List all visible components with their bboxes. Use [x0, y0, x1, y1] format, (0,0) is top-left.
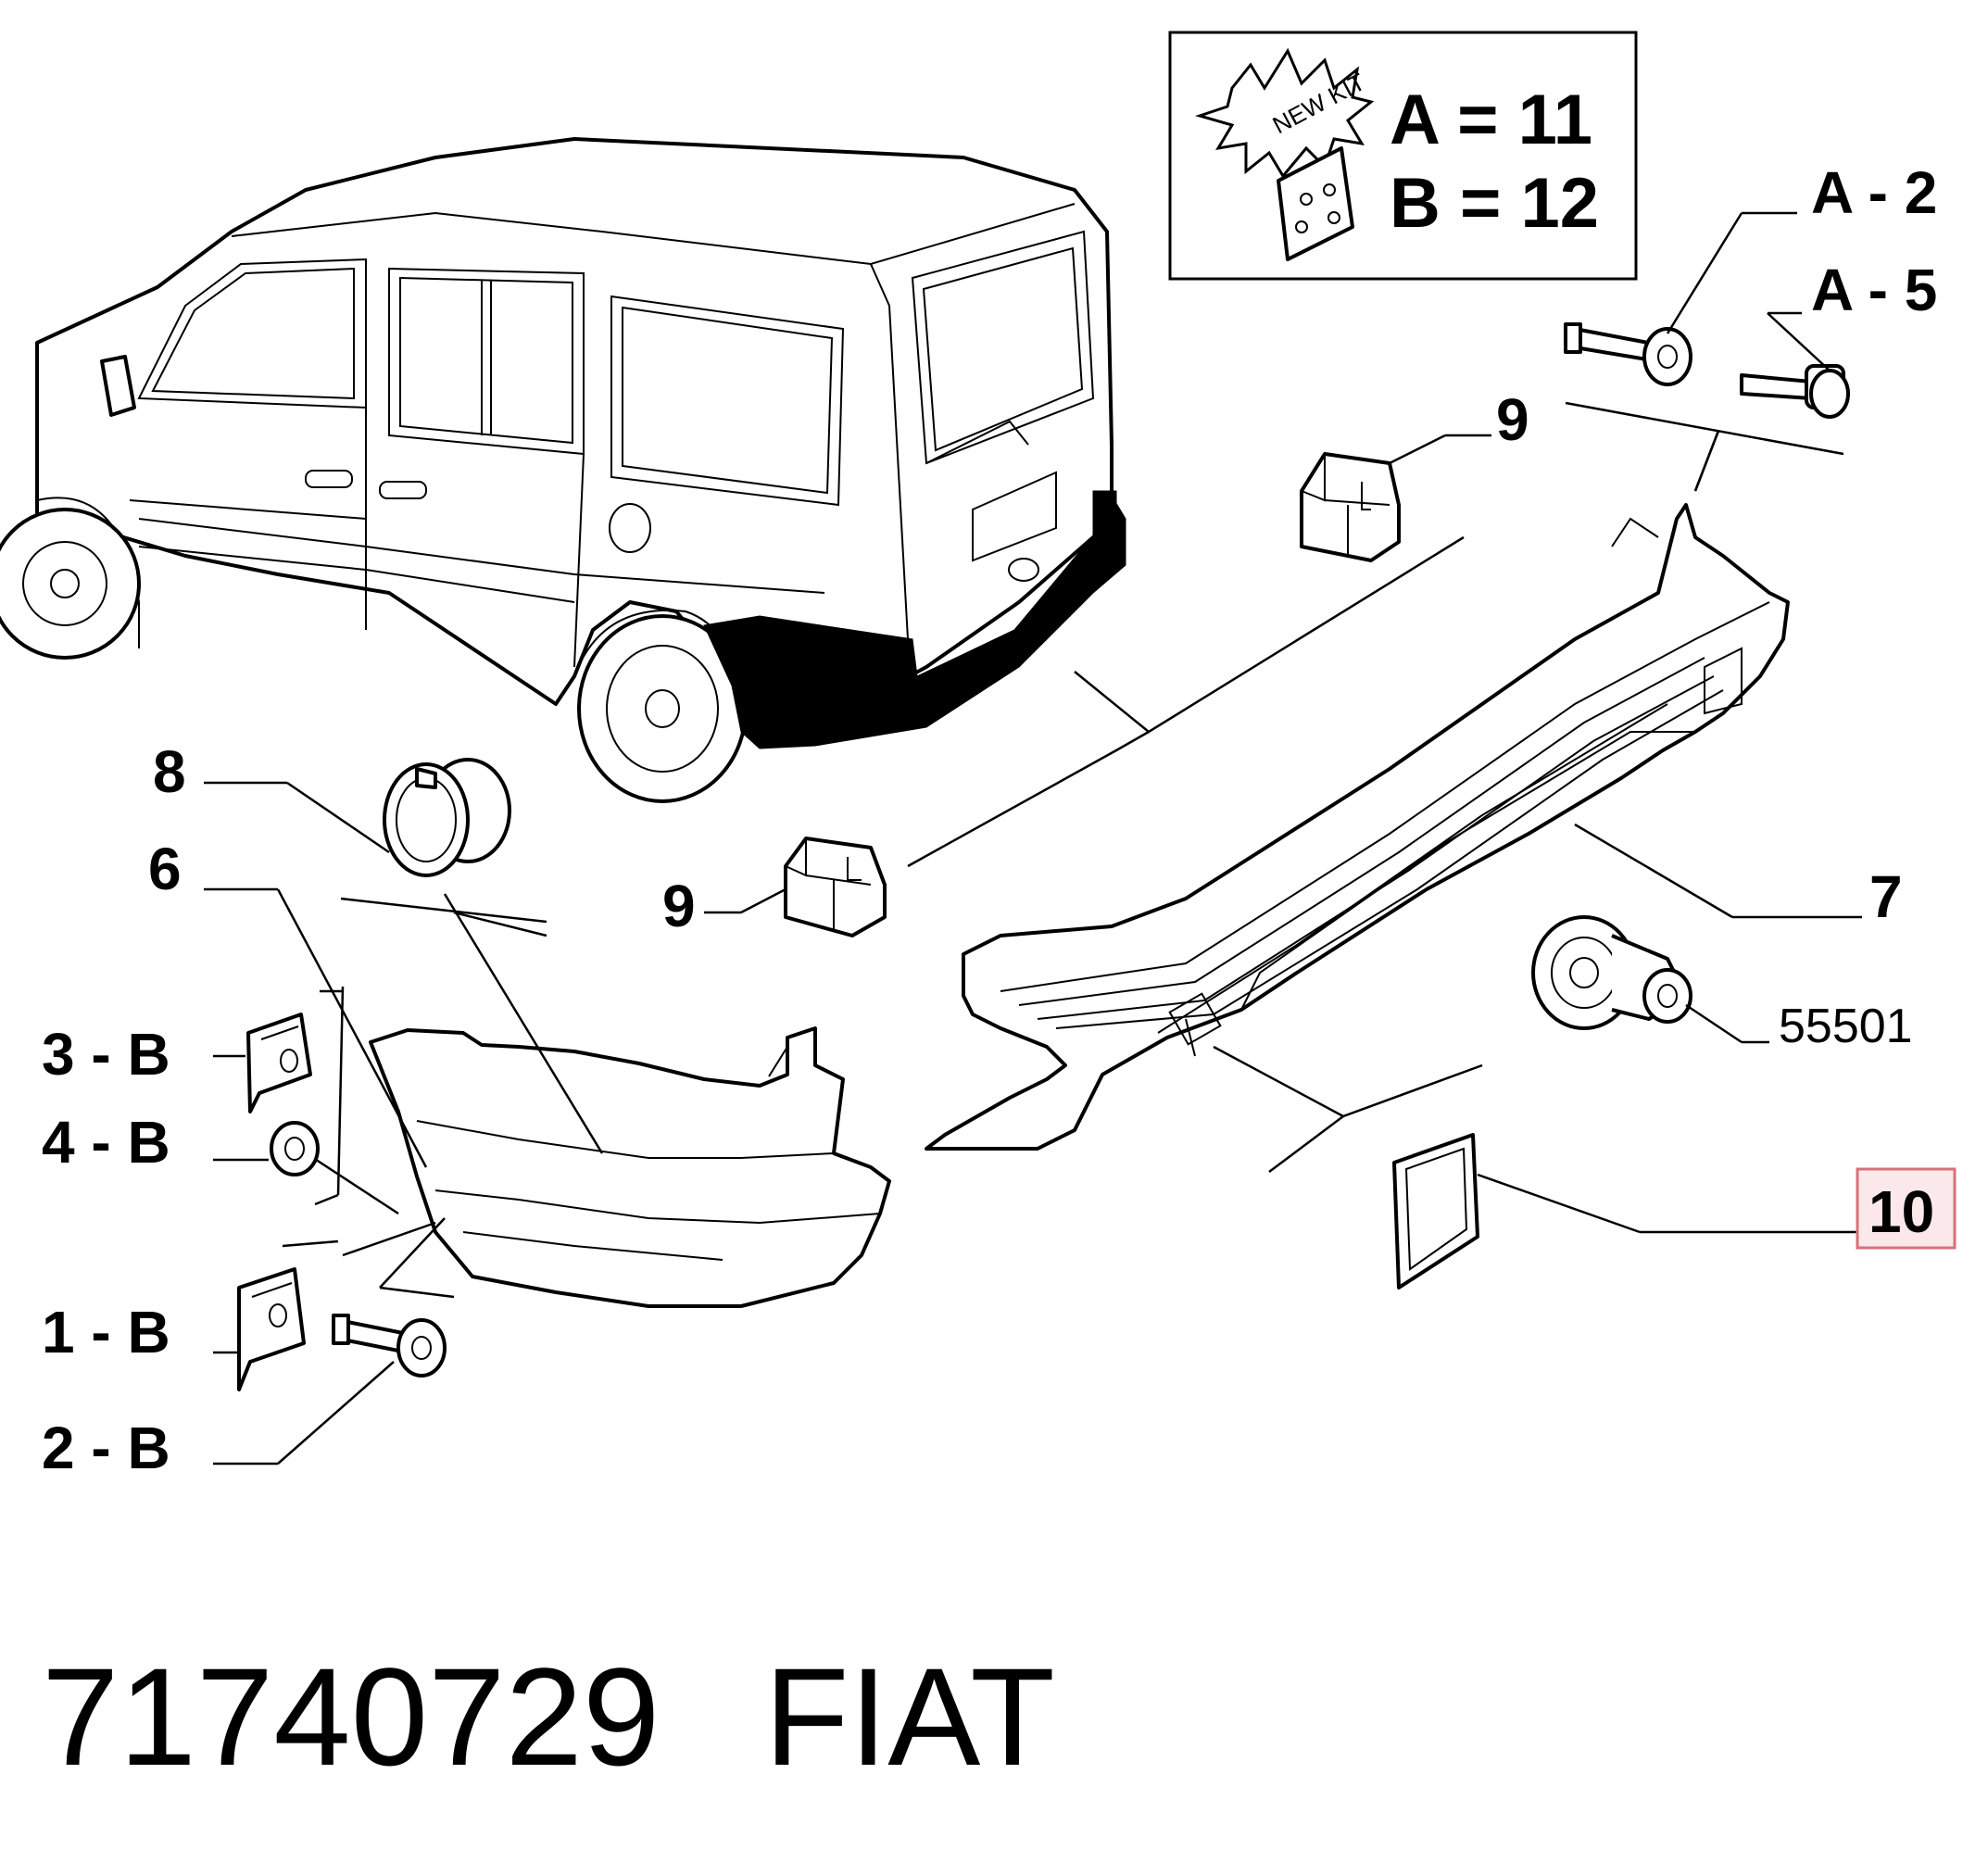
callout-a2: A - 2	[1811, 159, 1937, 226]
callout-9-mid: 9	[662, 873, 696, 939]
callout-4b: 4 - B	[42, 1109, 170, 1176]
callout-10-highlight	[1856, 1167, 1957, 1250]
part-7-rear-bumper	[925, 503, 1790, 1151]
kit-line-a: A = 11	[1390, 81, 1592, 159]
callout-2b: 2 - B	[42, 1415, 170, 1481]
part-10-pad	[1392, 1133, 1479, 1290]
part-9-top-clip	[1300, 452, 1401, 562]
part-55501-sensor	[1531, 915, 1692, 1030]
van-rear-bumper-highlight	[703, 494, 1126, 749]
callout-6: 6	[148, 836, 182, 902]
screw-a2	[1564, 322, 1692, 386]
new-kit-burst-icon	[1194, 47, 1375, 179]
part-6-corner-bumper	[369, 1026, 891, 1308]
part-3b-clip	[246, 1013, 312, 1113]
callout-8: 8	[153, 738, 186, 805]
callout-1b: 1 - B	[42, 1299, 170, 1365]
part-4b-nut	[270, 1121, 320, 1176]
kit-bag-icon	[1277, 146, 1354, 261]
part-2b-screw	[332, 1314, 447, 1378]
callout-a5: A - 5	[1811, 257, 1937, 323]
part-1b-clip	[237, 1267, 306, 1391]
callout-9-top: 9	[1496, 386, 1529, 453]
footer-part-number: 71740729	[42, 1639, 660, 1794]
callout-3b: 3 - B	[42, 1021, 170, 1088]
kit-box: NEW KIT A = 11 B = 12	[1168, 31, 1638, 281]
callout-10: 10	[1868, 1178, 1934, 1245]
van-illustration	[0, 137, 1126, 803]
callout-7: 7	[1869, 863, 1903, 930]
callout-55501: 55501	[1779, 1000, 1913, 1053]
part-8-grommet	[383, 758, 511, 877]
part-9-mid-clip	[784, 837, 887, 937]
kit-line-b: B = 12	[1390, 164, 1599, 243]
screw-a5	[1740, 364, 1850, 419]
footer-brand: FIAT	[764, 1639, 1055, 1794]
